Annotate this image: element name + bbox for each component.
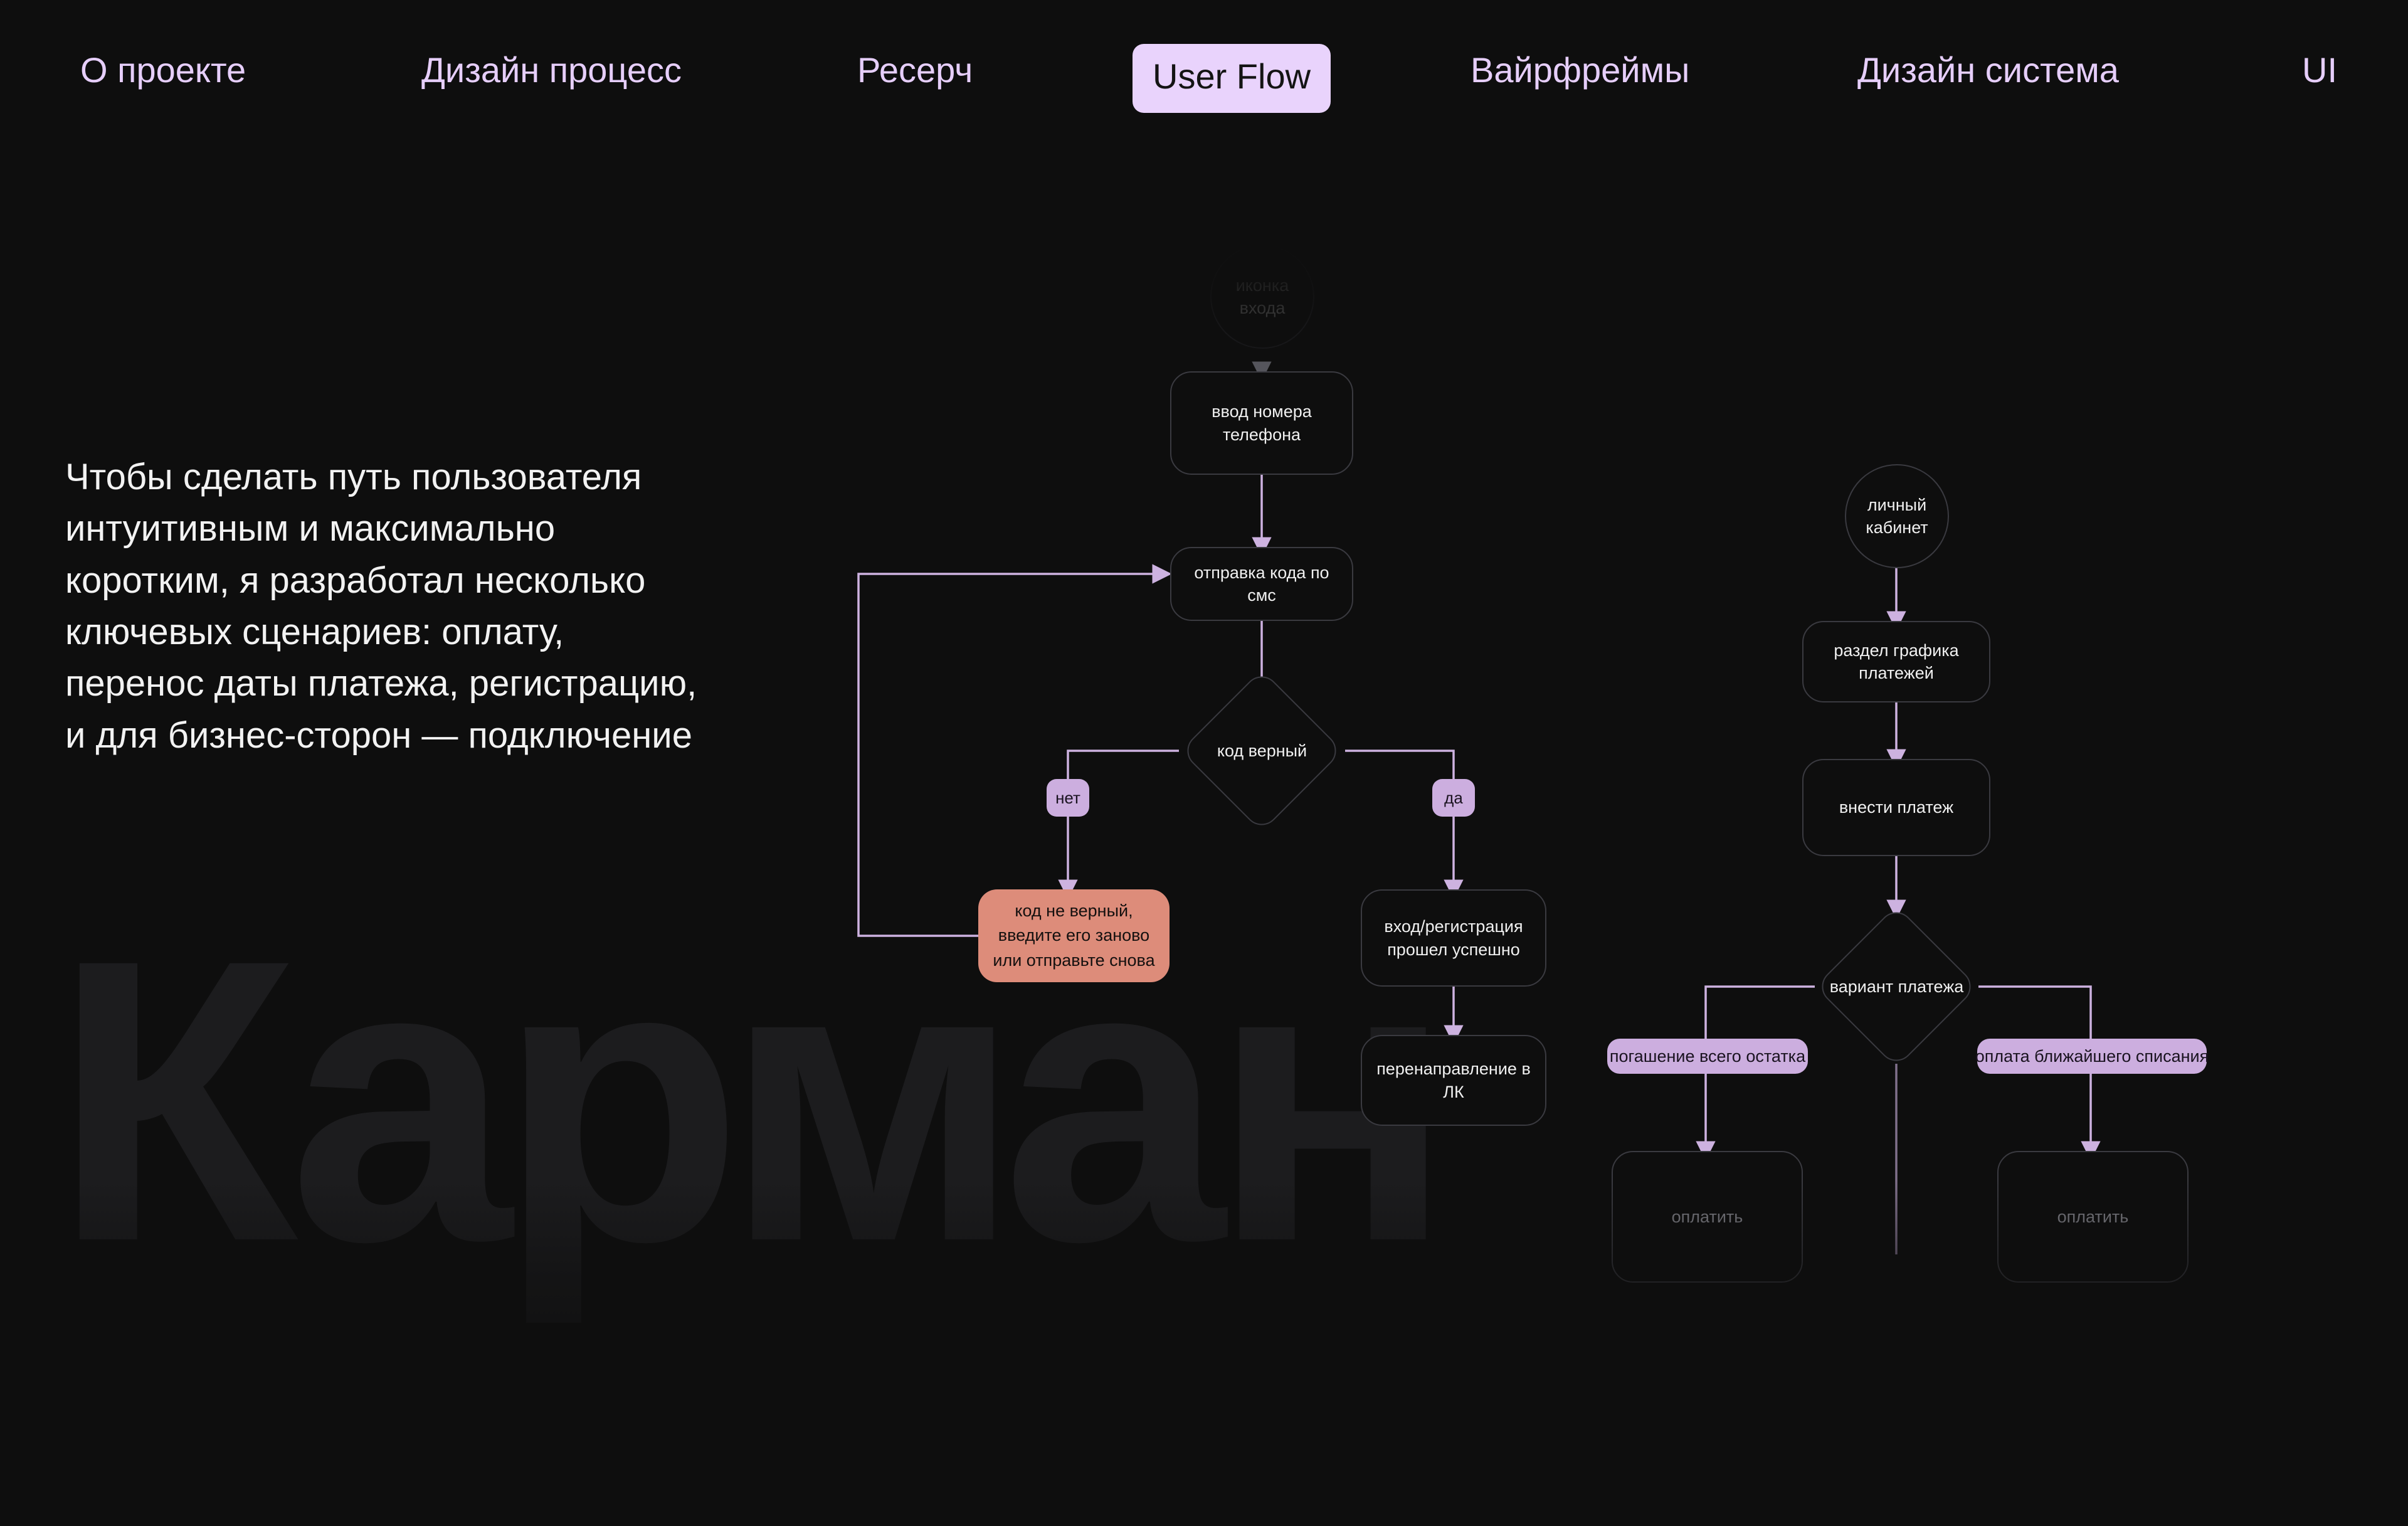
nav-item-design-process[interactable]: Дизайн процесс	[421, 50, 682, 90]
nav-item-about[interactable]: О проекте	[80, 50, 246, 90]
flow-node-payment-schedule[interactable]: раздел графика платежей	[1802, 621, 1990, 702]
main-navigation: О проекте Дизайн процесс Ресерч User Flo…	[0, 0, 2408, 157]
flow-node-code-error[interactable]: код не верный, введите его заново или от…	[978, 889, 1170, 982]
flow-node-auth-success[interactable]: вход/регистрация прошел успешно	[1361, 889, 1546, 987]
nav-item-ui[interactable]: UI	[2302, 50, 2337, 90]
section-description: Чтобы сделать путь пользователя интуитив…	[65, 457, 697, 756]
flow-node-code-valid-label: код верный	[1217, 741, 1307, 760]
flow-node-redirect-lk[interactable]: перенаправление в ЛК	[1361, 1035, 1546, 1126]
connector-check-to-yes	[1345, 750, 1455, 779]
flow-node-pay-right[interactable]: оплатить	[1997, 1151, 2189, 1283]
connector-variant-to-next	[1978, 985, 2092, 1039]
flow-option-next-charge[interactable]: оплата ближайшего списания	[1975, 1039, 2209, 1074]
nav-item-wireframes[interactable]: Вайрфреймы	[1471, 50, 1690, 90]
flow-node-send-sms[interactable]: отправка кода по смс	[1170, 547, 1353, 621]
flow-node-pay-left[interactable]: оплатить	[1612, 1151, 1803, 1283]
connector-variant-to-full	[1704, 985, 1815, 1039]
flow-branch-yes[interactable]: да	[1432, 779, 1475, 817]
connector-check-to-no	[1067, 750, 1179, 779]
flow-node-payment-variant-label: вариант платежа	[1829, 977, 1964, 996]
flow-branch-no[interactable]: нет	[1047, 779, 1089, 817]
flow-node-entry[interactable]: иконка входа	[1210, 245, 1314, 349]
nav-item-research[interactable]: Ресерч	[857, 50, 973, 90]
nav-item-user-flow[interactable]: User Flow	[1133, 44, 1331, 113]
flow-option-full-repayment[interactable]: погашение всего остатка	[1607, 1039, 1808, 1074]
nav-item-design-system[interactable]: Дизайн система	[1857, 50, 2119, 90]
flow-node-phone-input[interactable]: ввод номера телефона	[1170, 371, 1353, 475]
flow-node-make-payment[interactable]: внести платеж	[1802, 759, 1990, 856]
connector-error-loop-to-sms	[857, 564, 1172, 937]
flow-node-personal-account[interactable]: личный кабинет	[1845, 464, 1949, 568]
